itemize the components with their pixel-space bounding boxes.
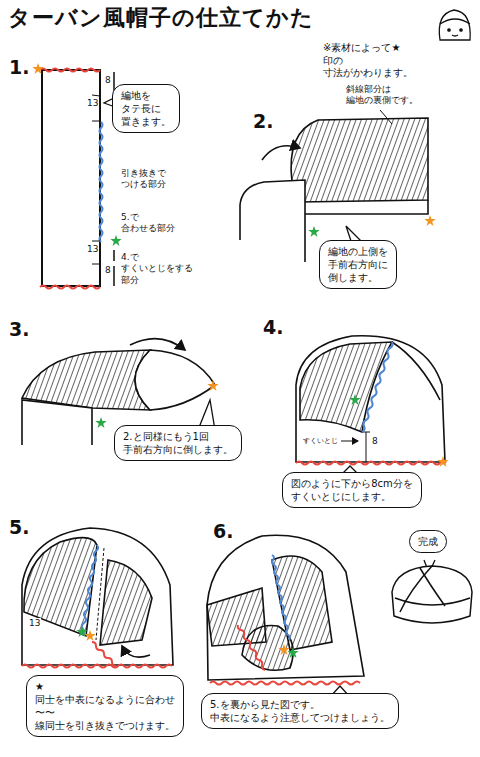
dimension: 8: [104, 265, 112, 276]
title-wrap: ターバン風帽子の仕立てかた: [8, 3, 314, 33]
dimension: 8: [371, 436, 379, 447]
label-wrap: すくいとじ: [302, 437, 339, 446]
label-wrap: 13: [86, 98, 99, 109]
dimension: 13: [86, 98, 99, 109]
label-wrap: 5.で 合わせる部分: [120, 212, 176, 235]
bubble-text: 編地の上側を 手前右方向に 倒します。: [328, 245, 388, 284]
step-number: 3.: [8, 318, 30, 342]
step-number: 4.: [262, 316, 284, 340]
face-icon: [439, 10, 470, 40]
label-wrap: 3.: [8, 318, 30, 342]
label-wrap: 6.: [212, 520, 234, 544]
speech-bubble: 5.を裏から見た図です。 中表になるよう注意してつけましょう。: [201, 693, 399, 729]
label-wrap: 4.で すくいとじをする 部分: [120, 252, 194, 286]
label-wrap: 13: [28, 618, 41, 629]
label-wrap: 8: [104, 75, 112, 86]
speech-bubble: 編地の上側を 手前右方向に 倒します。: [319, 240, 397, 289]
label-wrap: 斜線部分は 編地の裏側です。: [345, 84, 419, 107]
label-wrap: 2.: [252, 110, 274, 134]
label-wrap: 5.: [8, 516, 30, 540]
part-note: 斜線部分は 編地の裏側です。: [345, 84, 419, 107]
label-wrap: 4.: [262, 316, 284, 340]
label-wrap: 8: [371, 436, 379, 447]
part-note: 5.で 合わせる部分: [120, 212, 176, 235]
dimension: 13: [28, 618, 41, 629]
step-number: 6.: [212, 520, 234, 544]
step6-figure: [207, 535, 364, 697]
bubble-text: 図のように下から8cm分を すくいとじにします。: [291, 477, 413, 503]
label-wrap: 13: [86, 244, 99, 255]
step4-figure: [296, 336, 445, 476]
dimension: 13: [86, 244, 99, 255]
step-number: 5.: [8, 516, 30, 540]
label-wrap: ※素材によって★印の 寸法がかわります。: [322, 42, 414, 80]
bubble-text: 2.と同様にもう1回 手前右方向に倒します。: [123, 430, 233, 456]
title: ターバン風帽子の仕立てかた: [8, 3, 314, 33]
step-number: 2.: [252, 110, 274, 134]
part-note: 引き抜きで つける部分: [120, 168, 167, 191]
step-number: 1.: [8, 56, 30, 80]
speech-bubble: 2.と同様にもう1回 手前右方向に倒します。: [114, 425, 242, 461]
bubble-text: ★同士を中表になるように合わせ 〜〜線同士を引き抜きでつけます。: [35, 680, 175, 732]
label-wrap: 1.: [8, 56, 30, 80]
part-note: 4.で すくいとじをする 部分: [120, 252, 194, 286]
step5-figure: [22, 528, 173, 665]
bubble-text: 5.を裏から見た図です。 中表になるよう注意してつけましょう。: [210, 698, 390, 724]
label-wrap: 引き抜きで つける部分: [120, 168, 167, 191]
speech-bubble: 完成: [409, 530, 447, 553]
dimension: 8: [104, 75, 112, 86]
speech-bubble: 編地を タテ長に 置きます。: [112, 84, 180, 133]
part-note: すくいとじ: [302, 437, 339, 446]
label-wrap: 8: [104, 265, 112, 276]
bubble-text: 完成: [418, 535, 438, 548]
speech-bubble: 図のように下から8cm分を すくいとじにします。: [282, 472, 422, 508]
step1-figure: [32, 63, 121, 289]
finished-hat: [392, 560, 472, 623]
bubble-text: 編地を タテ長に 置きます。: [121, 89, 171, 128]
note: ※素材によって★印の 寸法がかわります。: [322, 42, 414, 80]
speech-bubble: ★同士を中表になるように合わせ 〜〜線同士を引き抜きでつけます。: [26, 675, 184, 737]
